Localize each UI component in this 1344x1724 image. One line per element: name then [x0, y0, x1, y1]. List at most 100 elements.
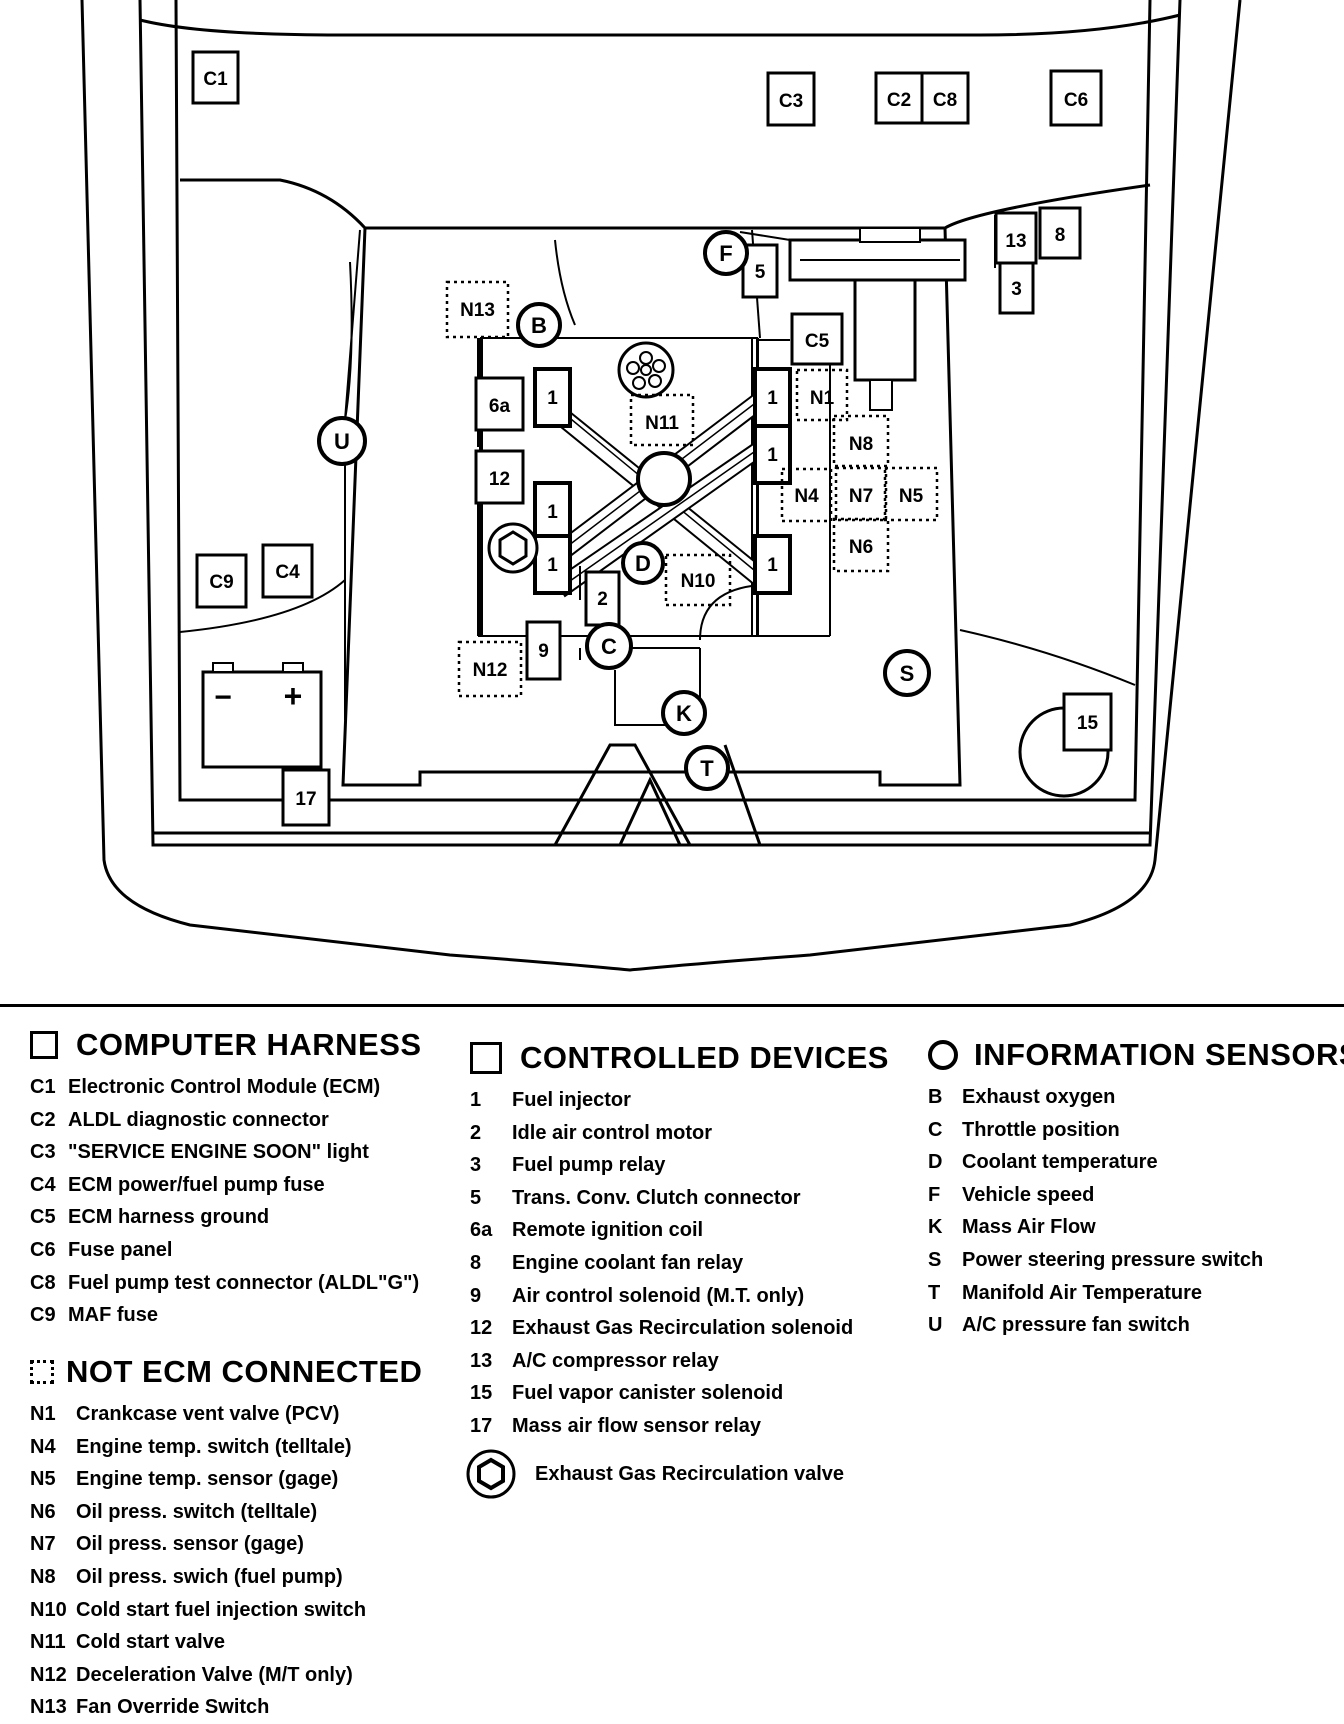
legend-item-label: Coolant temperature	[962, 1151, 1158, 1174]
firewall-line	[139, 13, 1181, 37]
c3-box: C3	[766, 71, 816, 127]
legend-item-label: Cold start fuel injection switch	[76, 1598, 367, 1621]
n8-box	[832, 414, 890, 468]
device-13-box: 13	[994, 211, 1038, 265]
svg-text:C2: C2	[887, 90, 911, 111]
legend-item-label: Remote ignition coil	[512, 1219, 704, 1242]
legend-item-code: 12	[470, 1317, 493, 1340]
sensor-s-circle	[883, 649, 931, 697]
legend-item-label: Air control solenoid (M.T. only)	[512, 1284, 805, 1307]
dotted-square-symbol-icon	[30, 1360, 54, 1384]
legend-item-code: N1	[30, 1403, 56, 1425]
n7-box	[834, 466, 888, 522]
legend-item-label: Engine temp. switch (telltale)	[76, 1435, 352, 1458]
legend-item-label: Exhaust oxygen	[962, 1086, 1116, 1108]
n12-label: N12	[473, 660, 508, 681]
legend-item-code: 13	[470, 1349, 493, 1372]
legend-item: N4 Engine temp. switch (telltale)	[30, 1431, 422, 1464]
sensor-c-circle	[585, 622, 633, 670]
circle-symbol-icon	[928, 1040, 958, 1070]
legend-item-label: ECM harness ground	[68, 1206, 270, 1229]
legend-item-code: C5	[30, 1206, 56, 1229]
legend-item-label: Oil press. switch (telltale)	[76, 1500, 318, 1523]
svg-text:13: 13	[1005, 231, 1026, 252]
svg-text:C9: C9	[209, 572, 233, 593]
legend-item-code: N4	[30, 1435, 56, 1458]
legend-item-label: Fuse panel	[68, 1238, 173, 1261]
legend-item-label: Oil press. sensor (gage)	[76, 1533, 304, 1556]
svg-text:1: 1	[767, 388, 778, 409]
legend-item: C5 ECM harness ground	[30, 1201, 422, 1234]
legend-item-label: Mass Air Flow	[962, 1216, 1096, 1239]
n11-box	[629, 393, 695, 447]
legend-item-label: A/C pressure fan switch	[962, 1314, 1190, 1337]
sensor-c-label: C	[601, 634, 617, 659]
svg-text:C6: C6	[1064, 90, 1088, 111]
svg-text:12: 12	[489, 469, 510, 490]
computer-harness-title: COMPUTER HARNESS	[76, 1027, 422, 1062]
n13-label: N13	[460, 300, 495, 321]
device-9-box: 9	[525, 620, 562, 681]
legend-item-code: C3	[30, 1141, 56, 1164]
svg-text:C4: C4	[275, 562, 300, 583]
legend-item-code: D	[928, 1151, 943, 1174]
svg-text:3: 3	[1011, 279, 1022, 300]
legend-item-code: 9	[470, 1284, 482, 1307]
sensor-u-circle	[317, 416, 367, 466]
n4-label: N4	[794, 486, 819, 507]
sensor-d-circle	[621, 541, 665, 585]
device-8-box: 8	[1038, 206, 1082, 260]
svg-text:C8: C8	[933, 90, 957, 111]
legend-item-label: Idle air control motor	[512, 1121, 713, 1144]
legend-item-label: Power steering pressure switch	[962, 1248, 1264, 1271]
svg-text:C3: C3	[779, 91, 803, 112]
device-6a-box: 6a	[474, 376, 525, 432]
legend-item-code: N10	[30, 1598, 67, 1621]
legend-item-code: C	[928, 1118, 943, 1141]
svg-text:C5: C5	[805, 331, 830, 352]
legend-item-label: Vehicle speed	[962, 1183, 1095, 1206]
legend-item-label: Engine temp. sensor (gage)	[76, 1468, 339, 1491]
sensor-k-circle	[661, 690, 707, 736]
legend-item-label: Electronic Control Module (ECM)	[68, 1076, 381, 1098]
device-1-injector-b: 1	[753, 367, 792, 428]
svg-text:6a: 6a	[489, 396, 511, 417]
legend-item-code: N8	[30, 1565, 56, 1588]
legend-item-code: T	[928, 1281, 941, 1304]
svg-text:1: 1	[547, 555, 558, 576]
sensor-k-label: K	[676, 701, 692, 726]
legend-item-label: Fuel injector	[512, 1089, 631, 1111]
legend-item: D Coolant temperature	[928, 1146, 1344, 1179]
n5-box	[883, 466, 939, 522]
n5-label: N5	[899, 486, 924, 507]
device-15-box: 15	[1062, 692, 1113, 752]
n7-label: N7	[849, 486, 873, 507]
legend-item-code: 8	[470, 1251, 482, 1274]
svg-text:C1: C1	[203, 69, 228, 90]
n11-label: N11	[645, 413, 679, 434]
legend-item-code: C2	[30, 1108, 56, 1131]
n8-label: N8	[849, 434, 873, 455]
inner-fender-outline	[138, 0, 1182, 847]
legend-item-label: ECM power/fuel pump fuse	[68, 1173, 325, 1196]
legend-item-code: N5	[30, 1468, 56, 1491]
c9-box: C9	[195, 553, 248, 609]
information-sensors-title: INFORMATION SENSORS	[974, 1037, 1344, 1072]
legend-item-label: Cold start valve	[76, 1631, 225, 1654]
